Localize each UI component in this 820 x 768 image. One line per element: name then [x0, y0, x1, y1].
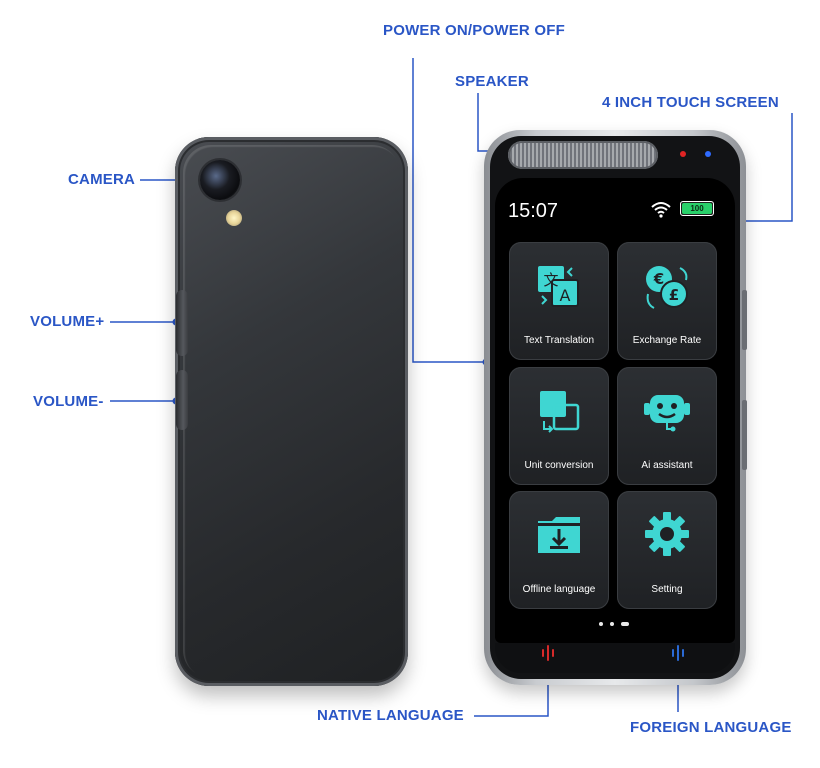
- translate-icon: 文 A: [538, 266, 579, 307]
- device-back: [175, 137, 408, 686]
- touch-screen-label: 4 INCH TOUCH SCREEN: [602, 94, 779, 111]
- native-language-label: NATIVE LANGUAGE: [317, 707, 464, 724]
- tile-label: Unit conversion: [524, 460, 594, 471]
- volume-up-button[interactable]: [176, 290, 188, 356]
- svg-text:€: €: [653, 270, 664, 288]
- battery-level: 100: [682, 203, 712, 214]
- currency-exchange-icon: € £: [646, 266, 688, 309]
- camera-lens-icon: [200, 160, 240, 200]
- pager-dot: [599, 622, 603, 626]
- status-time: 15:07: [508, 200, 559, 222]
- volume-down-button[interactable]: [176, 370, 188, 430]
- robot-icon: [644, 395, 690, 432]
- blue-indicator-dot: [705, 151, 711, 157]
- tile-setting[interactable]: Setting: [617, 491, 717, 609]
- red-indicator-dot: [680, 151, 686, 157]
- speaker-grille: [508, 141, 658, 169]
- camera-label: CAMERA: [68, 171, 136, 188]
- unit-conversion-icon: [540, 391, 580, 433]
- tile-offline-language[interactable]: Offline language: [509, 491, 609, 609]
- foreign-language-mic-icon[interactable]: [671, 645, 685, 661]
- tile-unit-conversion[interactable]: Unit conversion: [509, 367, 609, 485]
- volume-down-label: VOLUME-: [33, 393, 104, 410]
- svg-text:A: A: [560, 286, 571, 305]
- native-language-mic-icon[interactable]: [541, 645, 555, 661]
- bottom-button-bar: [495, 643, 735, 673]
- side-key-lower[interactable]: [742, 400, 747, 470]
- speaker-label: SPEAKER: [455, 73, 529, 90]
- side-key-upper[interactable]: [742, 290, 747, 350]
- tile-label: Text Translation: [523, 335, 595, 346]
- gear-icon: [645, 512, 689, 556]
- volume-up-label: VOLUME+: [30, 313, 105, 330]
- power-label: POWER ON/POWER OFF: [383, 22, 565, 39]
- tile-ai-assistant[interactable]: Ai assistant: [617, 367, 717, 485]
- flash-icon: [226, 210, 242, 226]
- svg-text:文: 文: [543, 271, 558, 289]
- tile-label: Ai assistant: [641, 460, 693, 471]
- wifi-icon: [651, 202, 671, 218]
- foreign-language-label: FOREIGN LANGUAGE: [630, 719, 792, 736]
- pager-dot: [610, 622, 614, 626]
- battery-icon: 100: [680, 201, 714, 216]
- tile-label: Setting: [651, 584, 683, 595]
- svg-text:£: £: [669, 286, 679, 304]
- tile-label: Exchange Rate: [632, 335, 702, 346]
- tile-text-translation[interactable]: 文 A Text Translation: [509, 242, 609, 360]
- pager-dot-active: [621, 622, 629, 626]
- download-folder-icon: [538, 517, 580, 553]
- tile-label: Offline language: [522, 584, 596, 595]
- tile-exchange-rate[interactable]: € £ Exchange Rate: [617, 242, 717, 360]
